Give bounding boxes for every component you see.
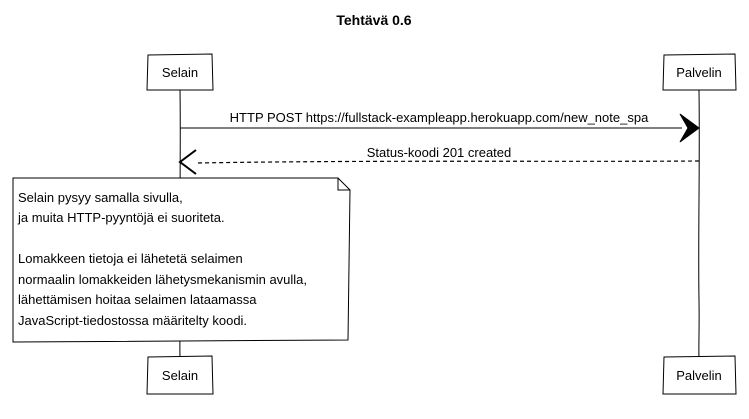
server-participant-label: Palvelin xyxy=(676,368,722,383)
diagram-title: Tehtävä 0.6 xyxy=(336,12,411,28)
note-line: lähettämisen hoitaa selaimen lataamassa xyxy=(18,292,257,307)
server-participant-label: Palvelin xyxy=(676,65,722,80)
note-line: ja muita HTTP-pyyntöjä ei suoriteta. xyxy=(17,210,225,225)
response-arrowhead xyxy=(178,149,197,175)
browser-participant-bottom: Selain xyxy=(146,355,214,395)
browser-participant-label: Selain xyxy=(162,65,198,80)
browser-participant-label: Selain xyxy=(162,368,198,383)
server-participant-top: Palvelin xyxy=(662,53,737,91)
request-message-label: HTTP POST https://fullstack-exampleapp.h… xyxy=(230,110,649,125)
server-lifeline xyxy=(698,89,700,358)
browser-participant-top: Selain xyxy=(146,53,214,91)
request-arrowhead xyxy=(679,113,700,143)
response-message: Status-koodi 201 created xyxy=(178,145,700,175)
note-line: Lomakkeen tietoja ei lähetetä selaimen xyxy=(18,251,243,266)
note-line: Selain pysyy samalla sivulla, xyxy=(18,190,183,205)
note-line: normaalin lomakkeiden lähetysmekanismin … xyxy=(18,272,307,287)
note-line: JavaScript-tiedostossa määritelty koodi. xyxy=(18,313,247,328)
response-message-label: Status-koodi 201 created xyxy=(367,145,512,160)
request-message: HTTP POST https://fullstack-exampleapp.h… xyxy=(179,110,700,143)
server-participant-bottom: Palvelin xyxy=(662,355,737,395)
browser-note: Selain pysyy samalla sivulla, ja muita H… xyxy=(12,177,351,343)
